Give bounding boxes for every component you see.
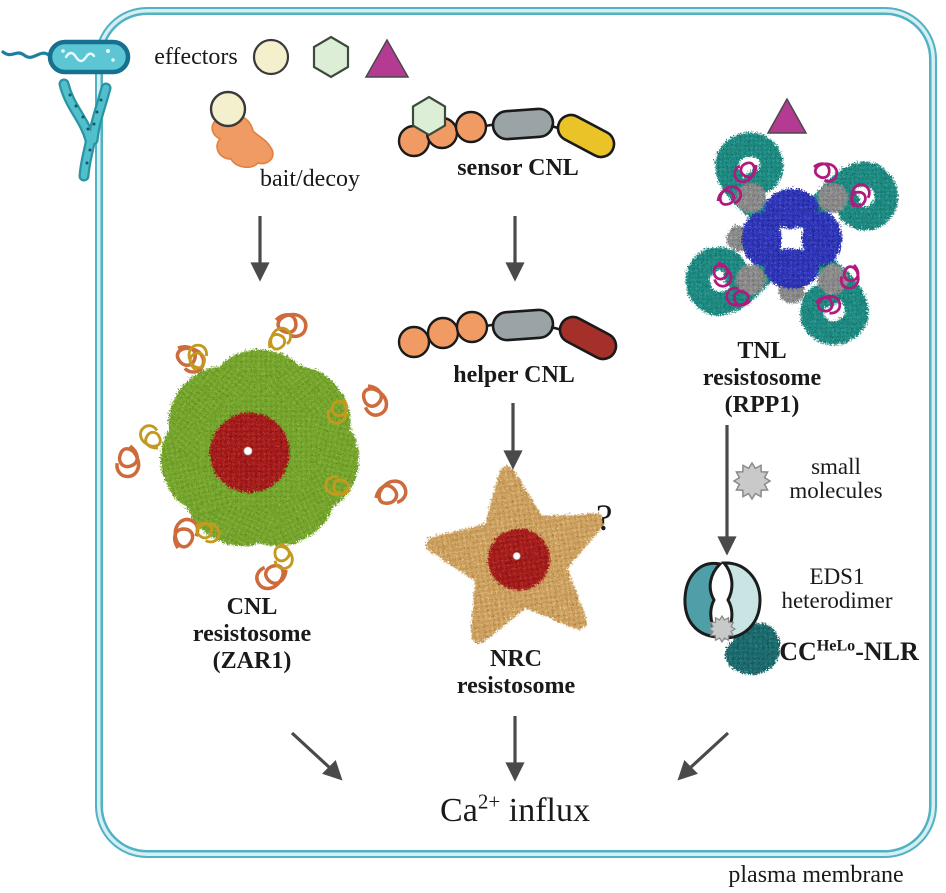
arrow-tnl-to-eds1 bbox=[717, 425, 737, 556]
effectors-label: effectors bbox=[154, 44, 238, 70]
bait-decoy-label: bait/decoy bbox=[260, 166, 360, 192]
arrow-sensor-to-helper bbox=[505, 216, 525, 282]
arrow-bait-to-zar1 bbox=[250, 216, 270, 282]
effector-triangle-icon bbox=[766, 97, 808, 134]
cnl-resistosome-label: CNL resistosome (ZAR1) bbox=[192, 594, 312, 674]
pilus-icon bbox=[58, 78, 112, 182]
tnl-resistosome-label: TNL resistosome (RPP1) bbox=[702, 338, 822, 418]
question-mark-label: ? bbox=[596, 498, 613, 539]
effector-triangle-icon bbox=[364, 38, 410, 78]
helper-cnl-icon bbox=[397, 308, 618, 361]
flagellum-icon bbox=[1, 50, 52, 59]
small-molecule-icon bbox=[733, 462, 771, 500]
nrc-resistosome-label: NRC resistosome bbox=[456, 646, 576, 699]
arrow-eds1-to-ca bbox=[677, 731, 730, 781]
effector-hexagon-icon bbox=[411, 95, 447, 137]
arrow-zar1-to-ca bbox=[290, 731, 343, 781]
helper-cnl-label: helper CNL bbox=[453, 362, 575, 388]
arrow-helper-to-nrc bbox=[503, 403, 523, 470]
cc-helo-nlr-label: CCHeLo-NLR bbox=[779, 637, 919, 666]
flow-arrows bbox=[250, 216, 737, 782]
bacterium-icon bbox=[1, 39, 131, 75]
nrc-resistosome-structure bbox=[424, 464, 603, 642]
rpp1-resistosome-structure bbox=[683, 130, 897, 344]
eds1-heterodimer-label: EDS1 heterodimer bbox=[781, 564, 893, 613]
eds1-heterodimer-icon bbox=[683, 561, 762, 643]
zar1-resistosome-structure bbox=[113, 307, 410, 594]
effector-hexagon-icon bbox=[312, 35, 350, 79]
ca-influx-label: Ca2+ influx bbox=[440, 789, 590, 829]
plasma-membrane-border bbox=[95, 7, 937, 858]
bait-decoy-icon bbox=[209, 90, 274, 168]
arrow-nrc-to-ca bbox=[505, 716, 525, 782]
sensor-cnl-icon bbox=[397, 95, 616, 159]
small-molecules-label: small molecules bbox=[789, 454, 883, 503]
sensor-cnl-label: sensor CNL bbox=[457, 155, 579, 181]
plasma-membrane-label: plasma membrane bbox=[728, 862, 904, 888]
effector-circle-icon bbox=[252, 38, 290, 76]
